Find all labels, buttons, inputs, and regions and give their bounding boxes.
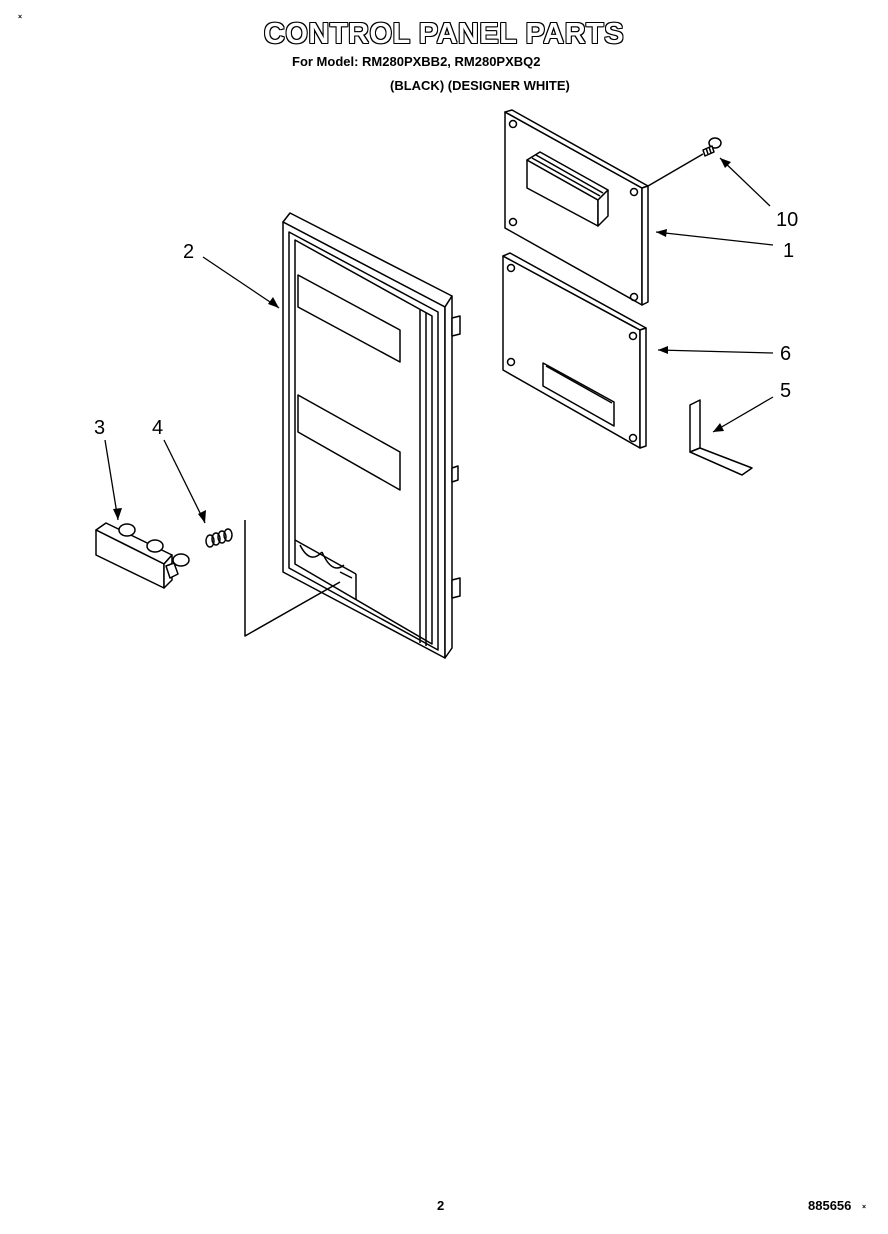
leader-2 bbox=[202, 256, 280, 309]
arrowhead-4 bbox=[198, 510, 206, 523]
arrowhead-1 bbox=[656, 229, 667, 237]
part-1-control-board bbox=[504, 109, 649, 306]
arrowhead-10 bbox=[720, 158, 731, 168]
color-line: (BLACK) (DESIGNER WHITE) bbox=[390, 78, 570, 93]
callout-10: 10 bbox=[776, 209, 798, 231]
part-2-control-panel bbox=[244, 212, 461, 659]
callout-1: 1 bbox=[783, 240, 794, 262]
diagram-title: CONTROL PANEL PARTS bbox=[263, 18, 625, 50]
model-line: For Model: RM280PXBB2, RM280PXBQ2 bbox=[292, 54, 541, 69]
leader-lines bbox=[104, 157, 774, 524]
arrowhead-3 bbox=[113, 508, 122, 520]
leader-4 bbox=[163, 439, 206, 524]
callout-4: 4 bbox=[152, 417, 163, 439]
arrowhead-2 bbox=[268, 297, 279, 308]
registration-mark-top-left: × bbox=[18, 14, 23, 21]
arrowhead-6 bbox=[658, 346, 668, 354]
callout-2: 2 bbox=[183, 241, 194, 263]
leader-1 bbox=[655, 231, 774, 246]
part-5-bracket bbox=[689, 399, 753, 476]
arrowhead-5 bbox=[713, 423, 724, 432]
callout-5: 5 bbox=[780, 380, 791, 402]
leader-6 bbox=[657, 349, 774, 354]
callout-3: 3 bbox=[94, 417, 105, 439]
part-10-screw bbox=[702, 137, 722, 157]
callout-6: 6 bbox=[780, 343, 791, 365]
leader-10 bbox=[719, 157, 771, 207]
registration-mark-bottom-right: × bbox=[862, 1204, 867, 1211]
page-number: 2 bbox=[437, 1198, 445, 1213]
leader-5 bbox=[712, 396, 774, 433]
part-4-spring bbox=[205, 528, 233, 548]
part-3-button bbox=[95, 522, 190, 589]
part-6-circuit-board bbox=[502, 252, 647, 449]
leader-3 bbox=[104, 439, 119, 521]
document-number: 885656 bbox=[808, 1198, 852, 1213]
